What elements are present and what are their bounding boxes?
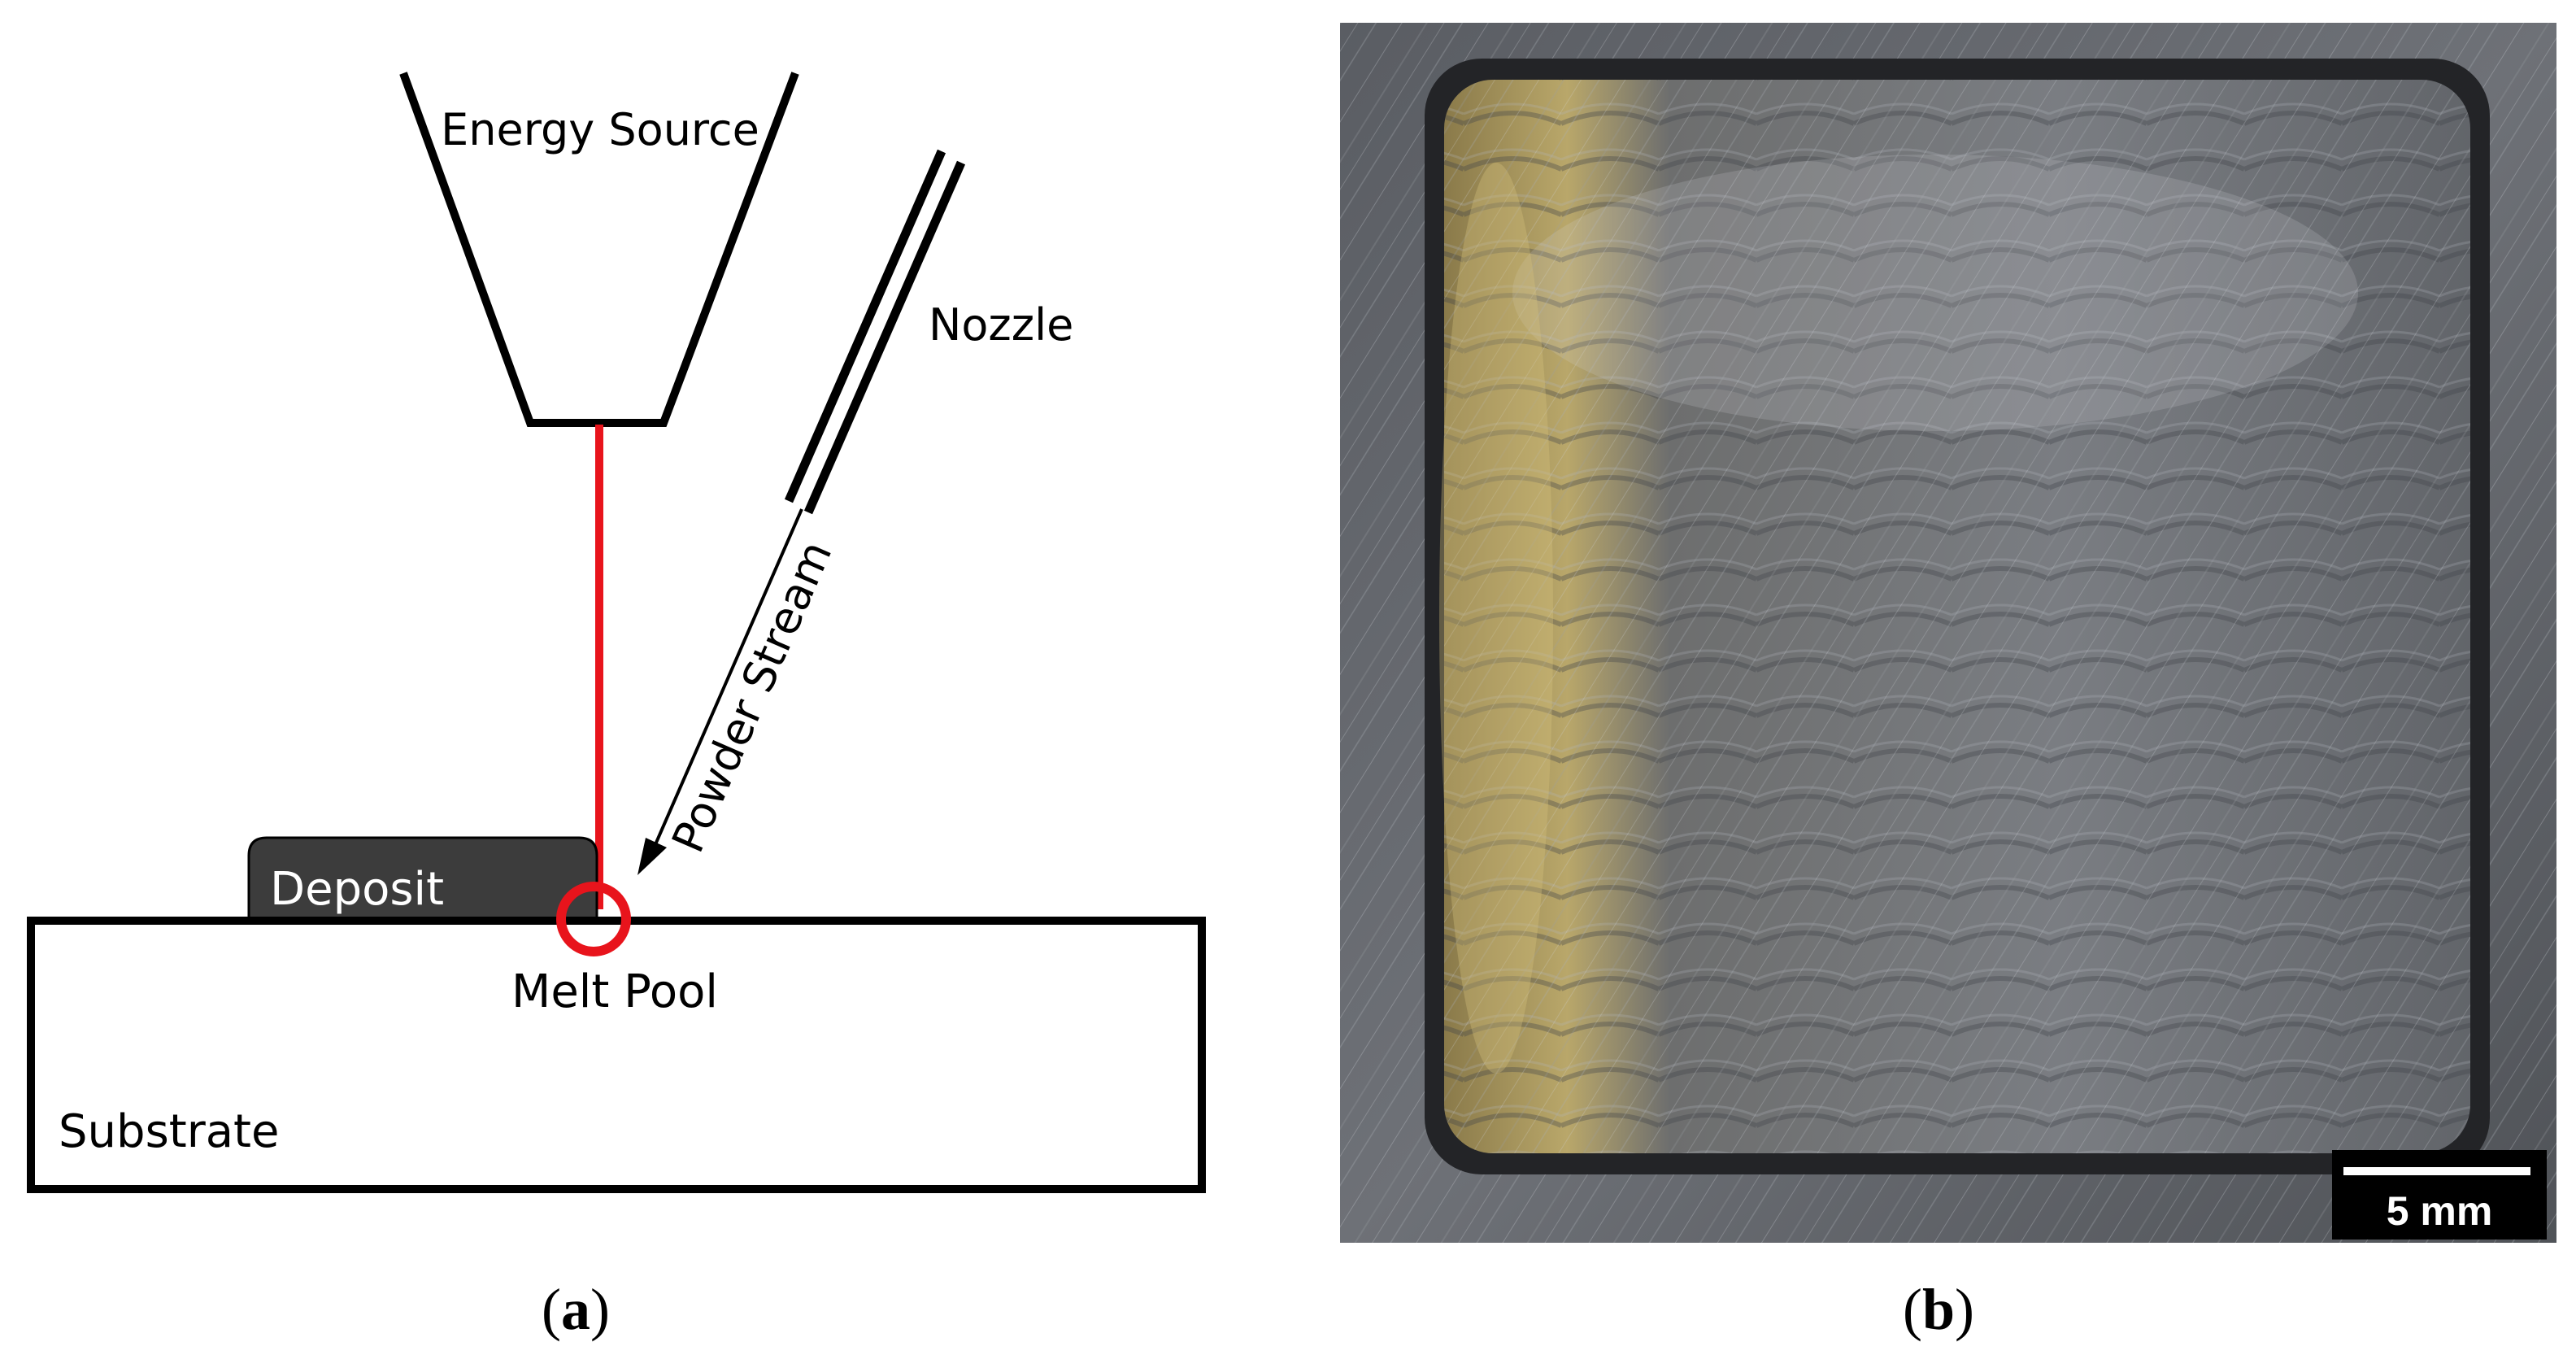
caption-a-letter: a — [561, 1277, 590, 1342]
nozzle-line-inner — [803, 160, 966, 515]
label-nozzle: Nozzle — [929, 299, 1073, 351]
powder-stream-arrow — [649, 508, 803, 856]
melt-pool-ring — [556, 882, 631, 956]
powder-stream-arrowhead — [637, 838, 667, 875]
caption-b-close: ) — [1955, 1277, 1974, 1342]
label-substrate: Substrate — [59, 1105, 279, 1158]
label-powder-stream: Powder Stream — [662, 534, 842, 860]
panel-a-diagram — [27, 72, 1206, 1193]
caption-b-letter: b — [1922, 1277, 1955, 1342]
nozzle-line-outer — [784, 149, 946, 503]
scale-bar-box — [2332, 1150, 2547, 1240]
deposit-shape — [247, 836, 598, 922]
caption-b: (b) — [1903, 1277, 1974, 1342]
label-deposit: Deposit — [270, 863, 444, 916]
caption-a: (a) — [542, 1277, 610, 1342]
scale-bar-label: 5 mm — [2387, 1188, 2493, 1234]
caption-a-open: ( — [542, 1277, 561, 1342]
energy-source-shape — [399, 72, 799, 427]
caption-a-close: ) — [590, 1277, 610, 1342]
label-energy-source: Energy Source — [441, 104, 759, 155]
panel-b-photo — [1340, 23, 2556, 1243]
substrate-shape — [27, 917, 1206, 1193]
caption-b-open: ( — [1903, 1277, 1922, 1342]
label-melt-pool: Melt Pool — [511, 965, 718, 1018]
